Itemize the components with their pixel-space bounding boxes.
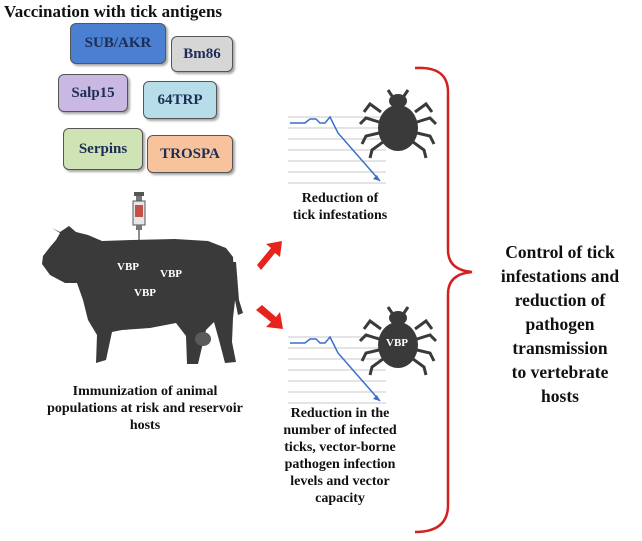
vbp-label: VBP [160, 268, 182, 280]
conclusion-line: to vertebrate [511, 362, 609, 382]
vbp-label: VBP [386, 337, 408, 349]
antigen-box-bm86: Bm86 [171, 36, 233, 72]
caption-line: ticks, vector-borne [284, 440, 396, 455]
tick-icon [358, 89, 438, 159]
arrow-down-right [256, 305, 283, 329]
outcome-top-caption: Reduction of tick infestations [270, 190, 410, 224]
antigen-label: TROSPA [160, 145, 220, 162]
cow-silhouette [42, 226, 243, 364]
curly-brace [414, 66, 473, 534]
antigen-label: Bm86 [183, 45, 221, 62]
vbp-label: VBP [134, 287, 156, 299]
trend-chart-bottom [288, 335, 386, 404]
antigen-box-salp15: Salp15 [58, 74, 128, 112]
antigen-label: SUB/AKR [84, 35, 152, 51]
vbp-label: VBP [117, 261, 139, 273]
conclusion-line: transmission [512, 338, 608, 358]
caption-line: hosts [129, 418, 161, 433]
caption-line: Reduction in the [290, 406, 390, 421]
caption-line: Reduction of [301, 191, 379, 206]
caption-line: number of infected [283, 423, 397, 438]
conclusion-line: reduction of [514, 290, 606, 310]
caption-line: tick infestations [292, 208, 388, 223]
caption-line: levels and vector [290, 474, 390, 489]
antigen-box-serpins: Serpins [63, 128, 143, 170]
tick-icon [358, 306, 438, 376]
antigen-label: Salp15 [71, 84, 115, 101]
antigen-box-sub-akr: SUB/AKR [70, 23, 166, 64]
arrow-up-right [257, 241, 282, 270]
antigen-label: Serpins [78, 140, 128, 157]
conclusion-line: hosts [541, 386, 579, 406]
caption-line: capacity [315, 491, 365, 506]
caption-line: Immunization of animal [72, 384, 218, 399]
conclusion-line: Control of tick [505, 242, 615, 262]
trend-chart-top [288, 115, 386, 184]
conclusion-text: Control of tick infestations and reducti… [485, 240, 635, 408]
conclusion-line: infestations and [500, 266, 620, 286]
syringe-icon [132, 192, 146, 246]
antigen-label: 64TRP [157, 91, 203, 108]
conclusion-line: pathogen [525, 314, 595, 334]
cow-caption: Immunization of animal populations at ri… [40, 383, 250, 434]
caption-line: populations at risk and reservoir [47, 401, 243, 416]
outcome-bottom-caption: Reduction in the number of infected tick… [270, 405, 410, 507]
antigen-box-trospa: TROSPA [147, 135, 233, 173]
antigen-box-64trp: 64TRP [143, 81, 217, 119]
diagram-title: Vaccination with tick antigens [4, 2, 223, 21]
caption-line: pathogen infection [284, 457, 396, 472]
